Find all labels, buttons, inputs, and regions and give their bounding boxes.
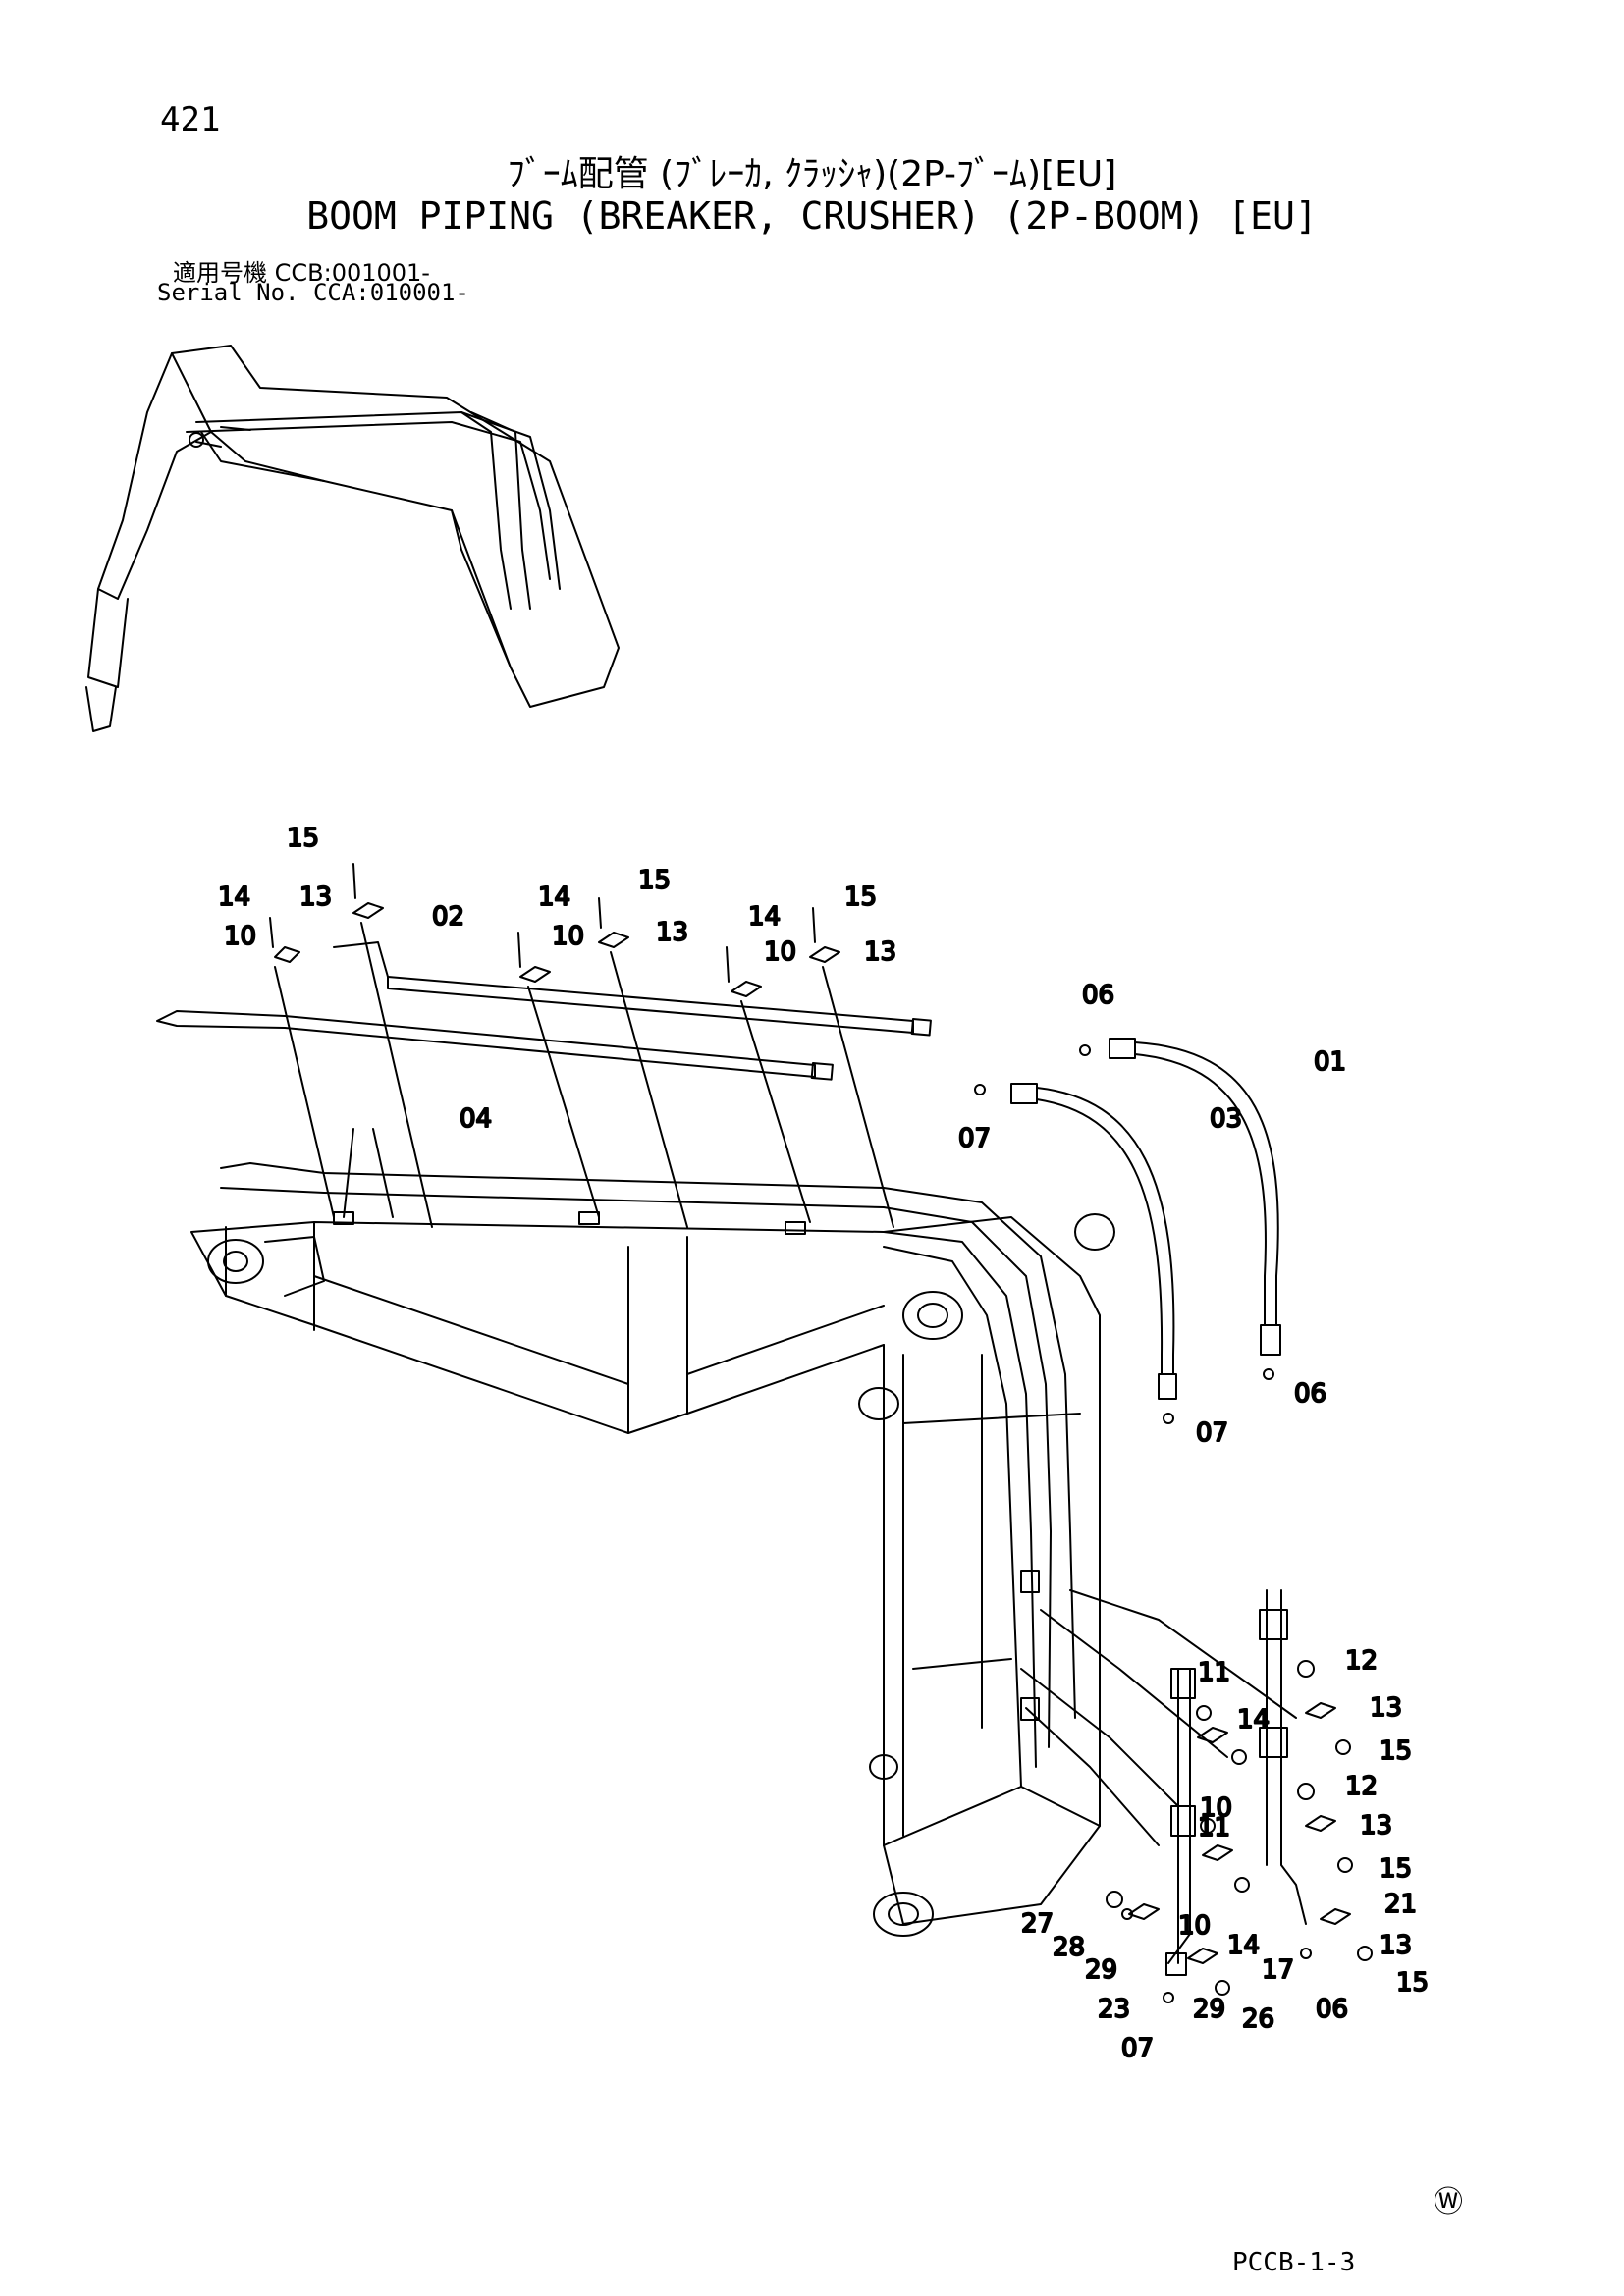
callout-label: 15	[1396, 1968, 1429, 1998]
callout-label: 03	[1210, 1104, 1242, 1134]
callout-label: 01	[1314, 1047, 1346, 1077]
drawing-number: PCCB-1-3	[1232, 2248, 1356, 2277]
callout-label: 13	[656, 918, 688, 947]
callout-label: 14	[218, 882, 250, 912]
serial-range-english: Serial No. CCA:010001-	[157, 279, 469, 306]
callout-label: 06	[1082, 981, 1114, 1010]
callout-label: 21	[1384, 1890, 1417, 1919]
callout-label: 15	[287, 824, 319, 853]
callout-label: 10	[552, 922, 584, 951]
callout-label: 07	[1121, 2034, 1154, 2063]
callout-label: 15	[1380, 1736, 1412, 1766]
callout-label: 13	[1360, 1811, 1392, 1841]
callout-label: 29	[1085, 1955, 1117, 1985]
callout-label: 27	[1021, 1909, 1054, 1939]
title-english: BOOM PIPING (BREAKER, CRUSHER) (2P-BOOM)…	[306, 194, 1318, 238]
callout-label: 10	[1200, 1793, 1232, 1823]
callout-label: 29	[1193, 1995, 1225, 2024]
callout-label: 13	[1370, 1693, 1402, 1723]
callout-label: 13	[864, 937, 896, 967]
callout-label: 04	[460, 1104, 492, 1134]
callout-label: 14	[538, 882, 570, 912]
callout-label: 13	[299, 882, 332, 912]
page-number: 421	[160, 100, 221, 139]
callout-labels: 15 14 13 10 02 14 15 10 13 14 15 10 13 0…	[217, 823, 1430, 2064]
callout-label: 10	[224, 922, 256, 951]
callout-label: 10	[764, 937, 796, 967]
callout-label: 06	[1294, 1379, 1326, 1409]
callout-label: 13	[1380, 1931, 1412, 1960]
callout-label: 23	[1098, 1995, 1130, 2024]
clamps-and-bolts	[269, 863, 1373, 1996]
callout-label: 10	[1178, 1911, 1211, 1941]
callout-label: 02	[432, 902, 464, 932]
callout-label: 11	[1198, 1658, 1230, 1687]
serial-range-japanese: 適用号機 CCB:001001-	[173, 259, 430, 287]
title-japanese: ﾌﾞｰﾑ配管 (ﾌﾞﾚｰｶ, ｸﾗｯｼｬ)(2P-ﾌﾞｰﾑ)[EU]	[507, 154, 1117, 194]
callout-label: 28	[1053, 1933, 1085, 1962]
boom-structure	[190, 1213, 1115, 1937]
callout-label: 14	[748, 902, 781, 932]
callout-label: 15	[844, 882, 877, 912]
callout-label: 17	[1262, 1955, 1294, 1985]
callout-label: 07	[958, 1124, 991, 1153]
callout-label: 12	[1345, 1772, 1378, 1801]
callout-label: 26	[1242, 2004, 1274, 2034]
callout-label: 12	[1345, 1646, 1378, 1676]
callout-label: 14	[1237, 1705, 1270, 1735]
boom-hydraulic-lines	[220, 1128, 1297, 1846]
callout-label: 06	[1316, 1995, 1348, 2024]
callout-label: 15	[1380, 1854, 1412, 1884]
manufacturer-mark: Ⓦ	[1434, 2185, 1463, 2219]
callout-label: 14	[1227, 1931, 1260, 1960]
pipes-and-hoses	[156, 941, 1312, 2003]
callout-label: 11	[1198, 1813, 1230, 1842]
overview-thumbnail	[85, 345, 620, 732]
callout-label: 15	[638, 866, 671, 895]
callout-label: 07	[1196, 1418, 1228, 1448]
